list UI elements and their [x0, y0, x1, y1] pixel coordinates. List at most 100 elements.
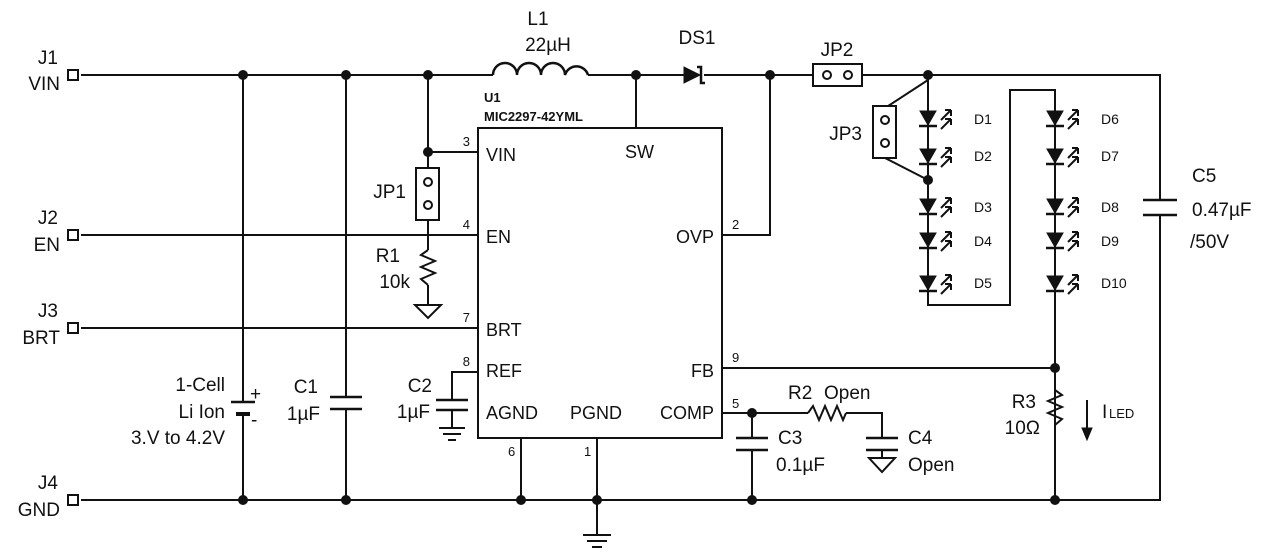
- capacitor-c5-value: 0.47µF: [1192, 200, 1252, 221]
- capacitor-plates: [330, 395, 362, 411]
- schottky-diode-ds1: DS1: [679, 28, 716, 85]
- terminal-square: [67, 229, 79, 241]
- current-label-main: I: [1102, 402, 1107, 423]
- ic-pin-brt: BRT: [486, 320, 522, 340]
- led-triangle: [919, 110, 937, 127]
- pin-number-en: 4: [463, 217, 470, 232]
- led-triangle: [1046, 148, 1064, 165]
- led-d4: D4: [919, 231, 992, 252]
- light-emission-arrow: [1067, 231, 1079, 243]
- led-label: D1: [974, 111, 992, 127]
- diode-triangle: [683, 66, 702, 84]
- junction-dot: [341, 495, 351, 505]
- junction-dot: [923, 175, 933, 185]
- light-emission-arrow: [1067, 274, 1079, 286]
- battery: + - 1-Cell Li Ion 3.V to 4.2V: [131, 375, 261, 449]
- led-triangle: [1046, 198, 1064, 215]
- led-triangle: [919, 148, 937, 165]
- connector-j2-ref: J2: [38, 208, 58, 229]
- capacitor-c2-value: 1µF: [397, 402, 430, 423]
- jumper-pin: [423, 200, 433, 210]
- junction-dot: [765, 70, 775, 80]
- led-triangle: [1046, 110, 1064, 127]
- capacitor-c3: C3 0.1µF: [736, 428, 825, 476]
- pin-number-vin: 3: [463, 134, 470, 149]
- terminal-square: [67, 69, 79, 81]
- diode-bar: [697, 65, 705, 85]
- ground-triangle: [866, 457, 898, 474]
- capacitor-c4: C4 Open: [866, 428, 954, 476]
- ic-body: [477, 127, 723, 439]
- capacitor-c1-value: 1µF: [287, 404, 320, 425]
- junction-dot: [238, 495, 248, 505]
- junction-dot: [592, 495, 602, 505]
- jumper-jp3: JP3: [829, 105, 897, 159]
- led-label: D2: [974, 148, 992, 164]
- connector-j2: J2 EN: [34, 208, 79, 256]
- capacitor-c4-ref: C4: [908, 428, 933, 449]
- ground-lines: [439, 427, 465, 441]
- resistor-r1-value: 10k: [379, 272, 410, 293]
- led-d7: D7: [1046, 147, 1119, 168]
- led-d5: D5: [919, 274, 992, 295]
- light-emission-arrow: [1067, 206, 1079, 218]
- light-emission-arrow: [1067, 283, 1079, 295]
- capacitor-plates: [736, 436, 768, 452]
- connector-j1-ref: J1: [38, 48, 58, 69]
- resistor-r3-value: 10Ω: [1005, 418, 1040, 439]
- light-emission-arrow: [1067, 156, 1079, 168]
- resistor-r3: R3 10Ω: [1005, 389, 1065, 439]
- light-emission-arrow: [940, 147, 952, 159]
- led-triangle: [919, 275, 937, 292]
- pin-number-agnd: 6: [508, 444, 515, 459]
- capacitor-c3-value: 0.1µF: [776, 455, 825, 476]
- led-triangle: [919, 198, 937, 215]
- pin-number-pgnd: 1: [584, 444, 591, 459]
- inductor-value: 22µH: [525, 35, 571, 56]
- jumper-jp2-ref: JP2: [821, 40, 854, 61]
- jumper-jp3-ref: JP3: [829, 124, 862, 145]
- ic-u1: U1 MIC2297-42YML VIN SW EN OVP BRT REF F…: [463, 90, 739, 459]
- ic-pin-ovp: OVP: [676, 227, 714, 247]
- light-emission-arrow: [940, 283, 952, 295]
- connector-j1-name: VIN: [28, 74, 60, 95]
- led-label: D5: [974, 275, 992, 291]
- capacitor-c5-ref: C5: [1192, 166, 1216, 187]
- light-emission-arrow: [1067, 118, 1079, 130]
- jumper-body: [812, 63, 863, 87]
- ic-pin-comp: COMP: [660, 403, 714, 423]
- ic-pin-sw: SW: [625, 142, 654, 162]
- ic-pin-ref: REF: [486, 361, 522, 381]
- ic-pin-agnd: AGND: [486, 403, 538, 423]
- jumper-jp1-ref: JP1: [373, 182, 406, 203]
- wire-r2-c4: [846, 412, 883, 438]
- led-triangle: [1046, 275, 1064, 292]
- light-emission-arrow: [1067, 147, 1079, 159]
- pin-number-comp: 5: [732, 396, 739, 411]
- capacitor-plates: [1143, 198, 1177, 217]
- junction-dot: [1050, 363, 1060, 373]
- led-triangle: [1046, 232, 1064, 249]
- junction-dot: [423, 147, 433, 157]
- capacitor-c2: C2 1µF: [397, 376, 468, 423]
- light-emission-arrow: [940, 156, 952, 168]
- capacitor-plates: [436, 398, 468, 412]
- ic-ref: U1: [484, 90, 501, 105]
- led-d6: D6: [1046, 109, 1119, 130]
- ic-pin-fb: FB: [691, 361, 714, 381]
- jumper-body: [872, 105, 897, 159]
- diode-ref: DS1: [679, 28, 716, 49]
- light-emission-arrow: [940, 240, 952, 252]
- jumper-pin: [880, 115, 890, 125]
- ground-triangle: [412, 304, 444, 320]
- jumper-body: [415, 167, 440, 221]
- junctions: [238, 70, 1060, 505]
- led-d1: D1: [919, 109, 992, 130]
- led-d9: D9: [1046, 231, 1119, 252]
- led-label: D6: [1101, 111, 1119, 127]
- light-emission-arrow: [940, 206, 952, 218]
- jumper-pin: [880, 138, 890, 148]
- junction-dot: [341, 70, 351, 80]
- resistor-r1-ref: R1: [376, 246, 400, 267]
